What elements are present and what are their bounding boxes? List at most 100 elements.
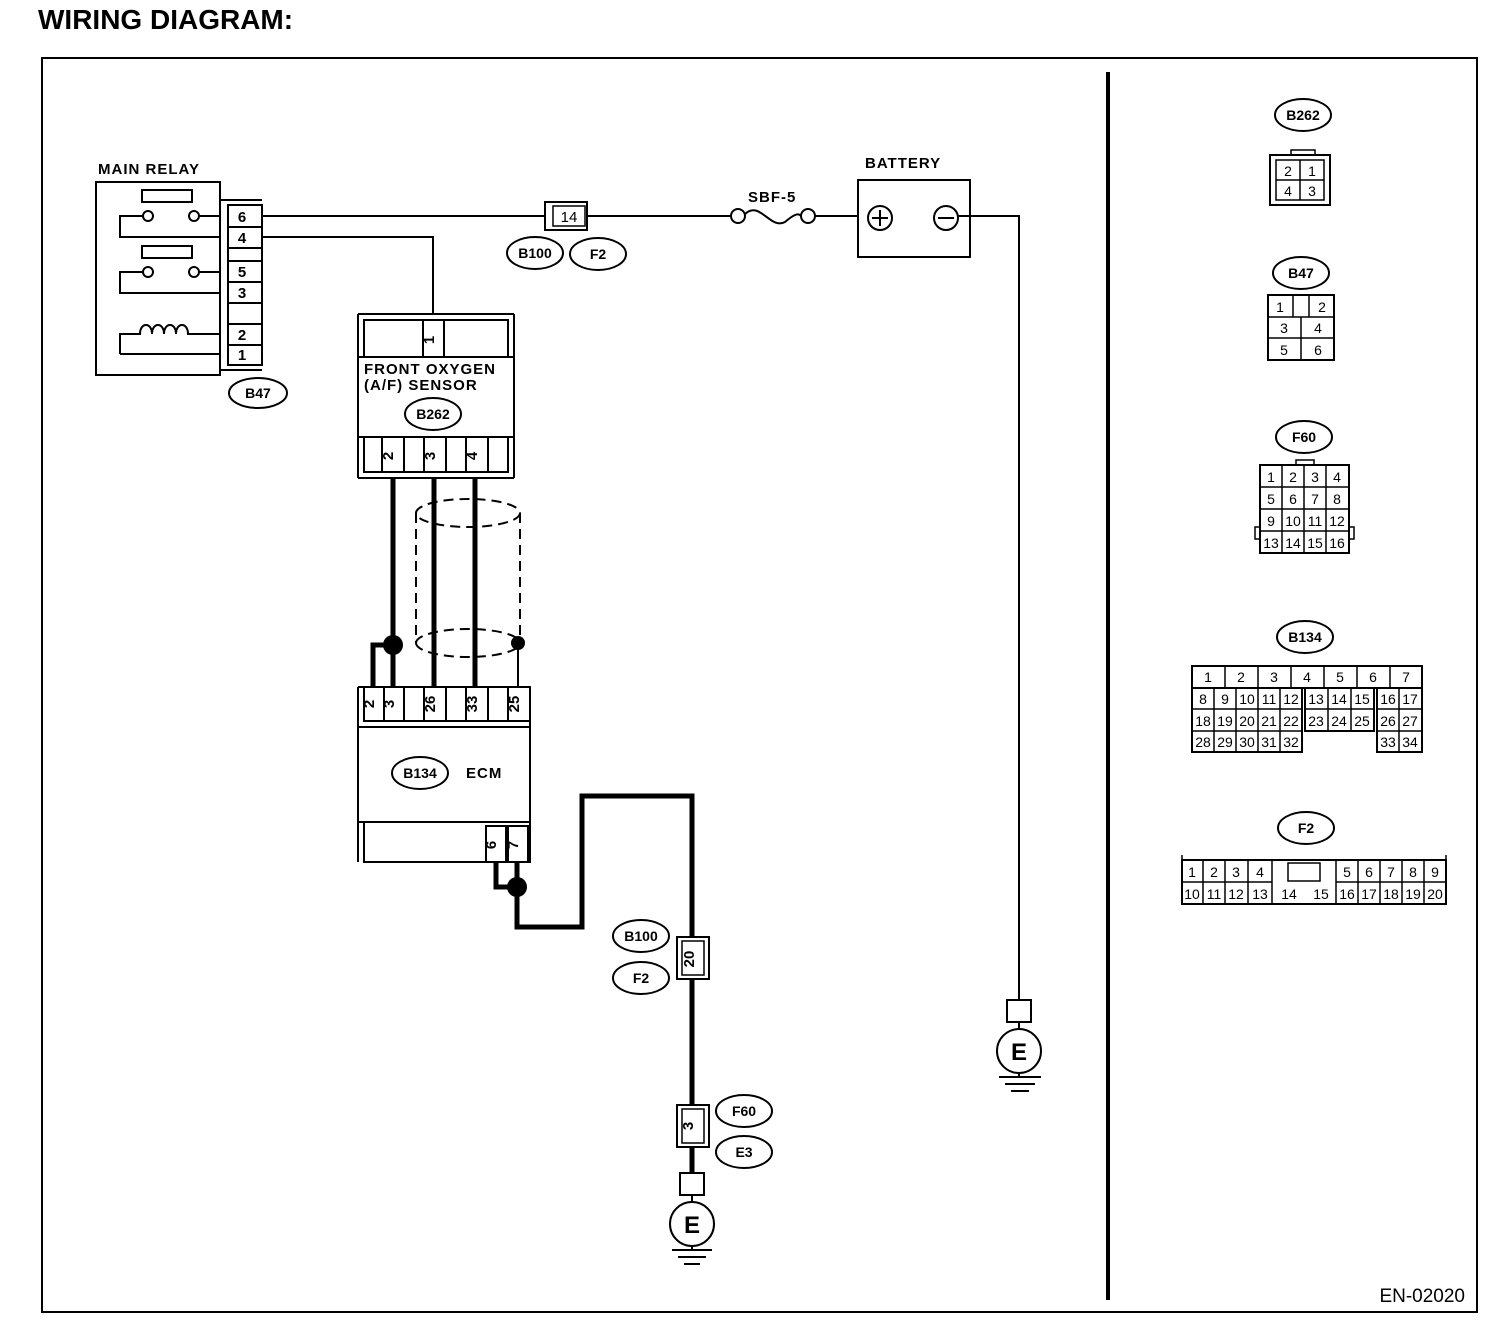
pin-cell: 27 [1402, 713, 1418, 729]
pin-cell: 22 [1283, 713, 1299, 729]
splice-icon [511, 636, 525, 650]
splice-icon [383, 635, 403, 655]
pin-cell: 2 [1289, 469, 1297, 485]
connector-view-f2: F2 1 2 3 4 5 6 7 8 9 10 11 12 13 14 [1181, 811, 1447, 905]
junction-pin: 14 [561, 209, 578, 226]
connector-view-f60: F60 1 2 3 4 5 6 7 8 9 10 11 12 13 14 15 … [1254, 420, 1355, 554]
pin-cell: 8 [1409, 864, 1417, 880]
pin-cell: 2 [1237, 669, 1245, 685]
connector-view-name: B262 [1286, 107, 1320, 123]
pin-cell: 7 [1311, 491, 1319, 507]
ecm-pin: 7 [505, 841, 522, 849]
pin-cell: 9 [1431, 864, 1439, 880]
pin-cell: 28 [1195, 734, 1211, 750]
relay-pin: 4 [238, 230, 247, 247]
page-title: WIRING DIAGRAM: [38, 4, 294, 35]
pin-cell: 2 [1318, 299, 1326, 315]
sensor-pin: 1 [421, 336, 438, 344]
sensor-label-1: FRONT OXYGEN [364, 361, 496, 378]
diagram-frame [41, 57, 1478, 1313]
pin-cell: 34 [1402, 734, 1418, 750]
ecm-label: ECM [466, 765, 502, 782]
pin-cell: 13 [1308, 691, 1324, 707]
pin-cell: 11 [1262, 691, 1277, 707]
pin-cell: 5 [1336, 669, 1344, 685]
pin-cell: 3 [1232, 864, 1240, 880]
pin-cell: 5 [1343, 864, 1351, 880]
sensor-pin: 2 [380, 452, 397, 460]
pin-cell: 13 [1263, 535, 1279, 551]
ecm-pin: 2 [361, 700, 378, 708]
pin-cell: 1 [1267, 469, 1275, 485]
pin-cell: 12 [1283, 691, 1299, 707]
fuse-icon [744, 209, 802, 225]
pin-cell: 3 [1311, 469, 1319, 485]
ecm-pin: 3 [381, 700, 398, 708]
pin-cell: 8 [1199, 691, 1207, 707]
pin-cell: 6 [1314, 342, 1322, 358]
connector-view-name: B47 [1288, 265, 1314, 281]
pin-cell: 20 [1427, 886, 1443, 902]
pin-cell: 15 [1307, 535, 1323, 551]
ground-icon: E [1011, 1039, 1027, 1066]
battery: BATTERY [857, 155, 971, 258]
pin-cell: 15 [1313, 886, 1329, 902]
splice-icon [507, 877, 527, 897]
pin-cell: 3 [1280, 320, 1288, 336]
connector-tag: B100 [624, 928, 658, 944]
ecm: 2 3 26 33 25 B134 ECM 6 7 [357, 686, 531, 863]
relay-pin: 6 [238, 209, 246, 226]
connector-tag: F2 [590, 246, 607, 262]
wire [514, 793, 695, 937]
pin-cell: 4 [1284, 183, 1292, 199]
pin-cell: 6 [1289, 491, 1297, 507]
ecm-pin: 33 [464, 696, 481, 713]
ecm-pin: 26 [422, 696, 439, 713]
junction-pin: 3 [680, 1122, 697, 1130]
pin-cell: 14 [1285, 535, 1301, 551]
pin-cell: 10 [1239, 691, 1255, 707]
connector-tag: B262 [416, 406, 450, 422]
pin-cell: 6 [1365, 864, 1373, 880]
connector-tag: B134 [403, 765, 437, 781]
pin-cell: 15 [1354, 691, 1370, 707]
pin-cell: 14 [1331, 691, 1347, 707]
main-relay: MAIN RELAY 6 4 5 3 2 1 B47 [95, 161, 288, 409]
junction-pin: 20 [681, 951, 698, 968]
sensor-pin: 4 [464, 451, 481, 460]
pin-cell: 7 [1387, 864, 1395, 880]
pin-cell: 2 [1284, 163, 1292, 179]
pin-cell: 20 [1239, 713, 1255, 729]
connector-view-b262: B262 2 1 4 3 [1269, 98, 1332, 206]
pin-cell: 19 [1217, 713, 1233, 729]
connector-view-b134: B134 1 2 3 4 5 6 7 [1191, 620, 1423, 753]
pin-cell: 26 [1380, 713, 1396, 729]
pin-cell: 21 [1261, 713, 1277, 729]
pin-cell: 1 [1308, 163, 1316, 179]
pin-cell: 3 [1308, 183, 1316, 199]
pin-cell: 25 [1354, 713, 1370, 729]
pin-cell: 29 [1217, 734, 1233, 750]
connector-tag: B100 [518, 245, 552, 261]
connector-view-name: F60 [1292, 429, 1316, 445]
pin-cell: 6 [1369, 669, 1377, 685]
main-relay-label: MAIN RELAY [98, 161, 200, 178]
pin-cell: 17 [1402, 691, 1418, 707]
ground-icon: E [684, 1212, 700, 1239]
pin-cell: 14 [1281, 886, 1297, 902]
pin-cell: 24 [1331, 713, 1347, 729]
ecm-pin: 25 [506, 696, 523, 713]
pin-cell: 23 [1308, 713, 1324, 729]
document-code: EN-02020 [1379, 1286, 1465, 1307]
connector-tag: F2 [633, 970, 650, 986]
battery-label: BATTERY [865, 155, 941, 172]
sensor-label-2: (A/F) SENSOR [364, 377, 478, 394]
relay-connector-tag: B47 [245, 385, 271, 401]
pin-cell: 11 [1207, 886, 1222, 902]
pin-cell: 17 [1361, 886, 1377, 902]
connector-tag: F60 [732, 1103, 756, 1119]
pin-cell: 4 [1333, 469, 1341, 485]
pin-cell: 11 [1308, 513, 1323, 529]
pin-cell: 13 [1252, 886, 1268, 902]
